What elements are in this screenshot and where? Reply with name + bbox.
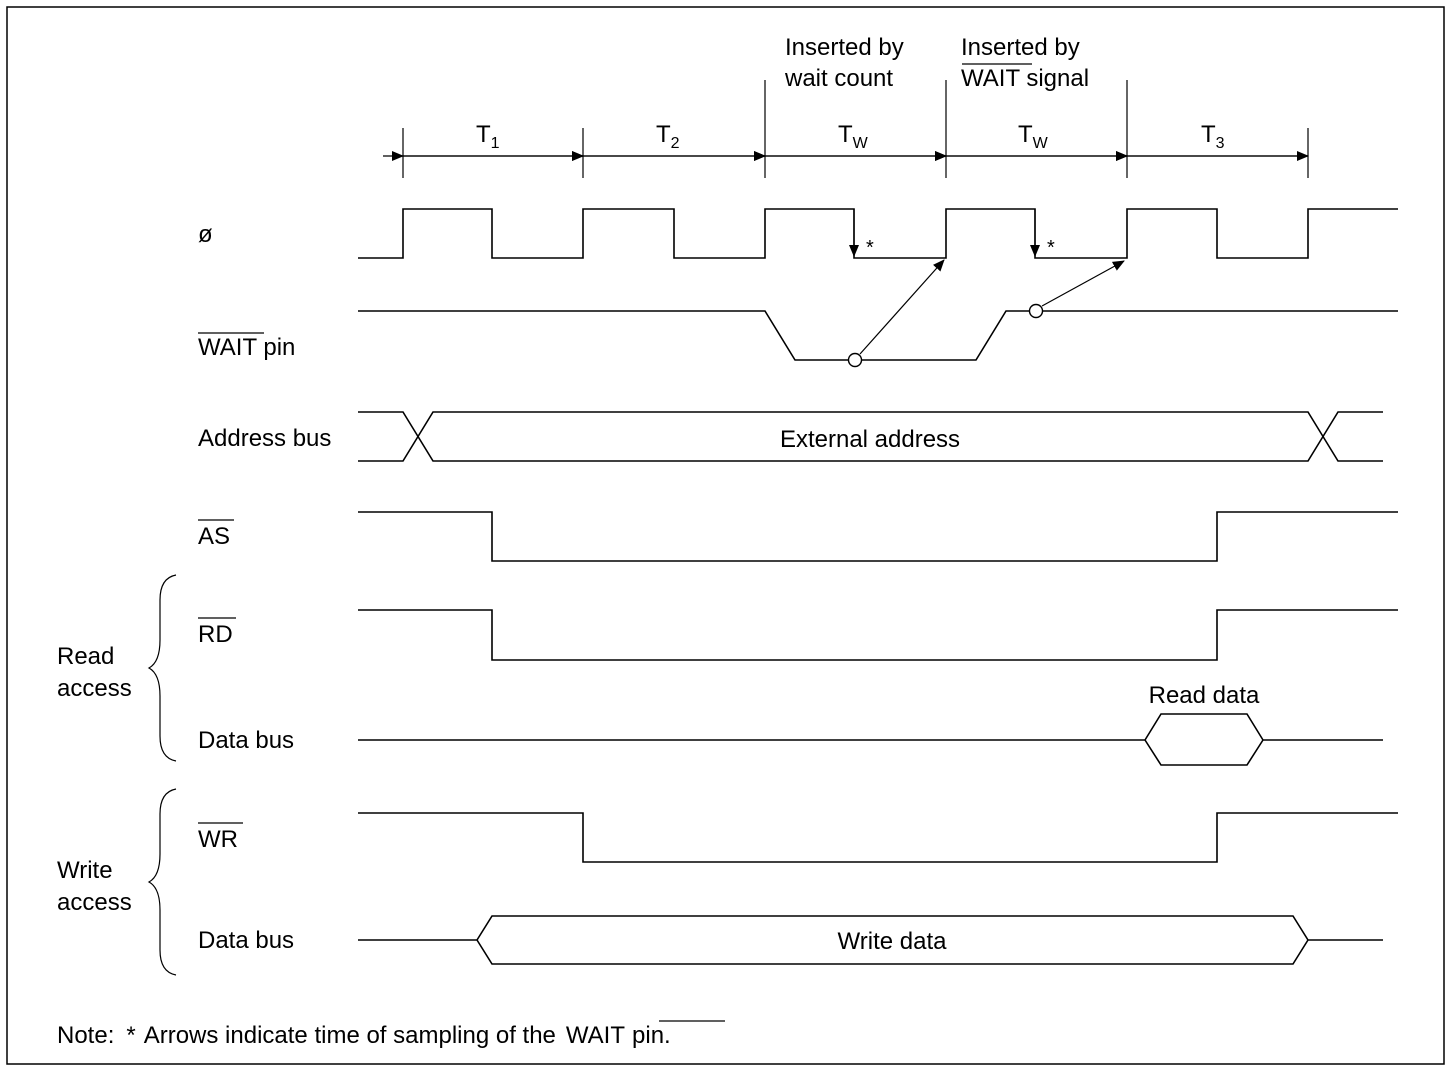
annotation-wait-signal: Inserted by WAIT signal	[961, 34, 1089, 92]
wait-sample-arrow-2	[1041, 260, 1125, 307]
signal-label-wait-pin: WAIT pin	[198, 334, 295, 361]
period-markers: T1 T2 TW TW T3	[383, 80, 1309, 178]
group-write-line1: Write	[57, 857, 113, 884]
wait-sample-point-2	[1028, 303, 1044, 319]
signal-label-address-bus: Address bus	[198, 425, 331, 452]
address-bus-waveform	[358, 411, 1383, 462]
write-data-label: Write data	[838, 928, 948, 955]
annotation-wait-count-line2: wait count	[784, 65, 893, 92]
sample-star-1: *	[866, 237, 874, 259]
signal-label-phi: ø	[198, 221, 213, 248]
footnote-star: *	[126, 1022, 135, 1049]
as-waveform	[358, 511, 1398, 562]
rd-waveform	[358, 609, 1398, 661]
signal-label-wr: WR	[198, 826, 238, 853]
wait-sample-point-1	[847, 352, 863, 368]
wr-waveform	[358, 812, 1398, 863]
write-data-bus-waveform	[358, 915, 1383, 965]
footnote-prefix: Note:	[57, 1022, 114, 1049]
annotation-wait-count: Inserted by wait count	[784, 34, 904, 92]
external-address-label: External address	[780, 426, 960, 453]
read-data-bus-waveform	[358, 713, 1383, 766]
footnote-signal: WAIT	[566, 1022, 625, 1049]
wait-pin-waveform	[358, 310, 1398, 361]
footnote: Note: * Arrows indicate time of sampling o…	[57, 1022, 671, 1049]
footnote-text-before: Arrows indicate time of sampling of the	[144, 1022, 556, 1049]
signal-label-rd: RD	[198, 621, 233, 648]
write-access-brace	[147, 788, 177, 976]
group-write-line2: access	[57, 889, 132, 916]
annotation-wait-signal-overbar-text: WAIT	[961, 65, 1020, 92]
read-data-label: Read data	[1149, 682, 1260, 709]
period-label-t2: T2	[656, 121, 680, 152]
period-label-tw1: TW	[838, 121, 869, 152]
annotation-wait-signal-line1: Inserted by	[961, 34, 1080, 61]
phi-clock-waveform	[358, 208, 1398, 259]
annotation-wait-signal-suffix: signal	[1026, 65, 1089, 92]
annotation-wait-count-line1: Inserted by	[785, 34, 904, 61]
read-access-brace	[147, 574, 177, 762]
signal-label-data-bus-read: Data bus	[198, 727, 294, 754]
annotation-wait-signal-name: WAIT signal	[961, 65, 1089, 92]
figure-frame	[6, 6, 1445, 1065]
footnote-text-after: pin.	[632, 1022, 671, 1049]
group-read-line2: access	[57, 675, 132, 702]
signal-label-data-bus-write: Data bus	[198, 927, 294, 954]
signal-label-as: AS	[198, 523, 230, 550]
sample-star-2: *	[1047, 237, 1055, 259]
period-label-tw2: TW	[1018, 121, 1049, 152]
period-label-t1: T1	[476, 121, 500, 152]
group-read-line1: Read	[57, 643, 114, 670]
period-label-t3: T3	[1201, 121, 1225, 152]
wait-sample-arrow-1	[859, 259, 945, 355]
